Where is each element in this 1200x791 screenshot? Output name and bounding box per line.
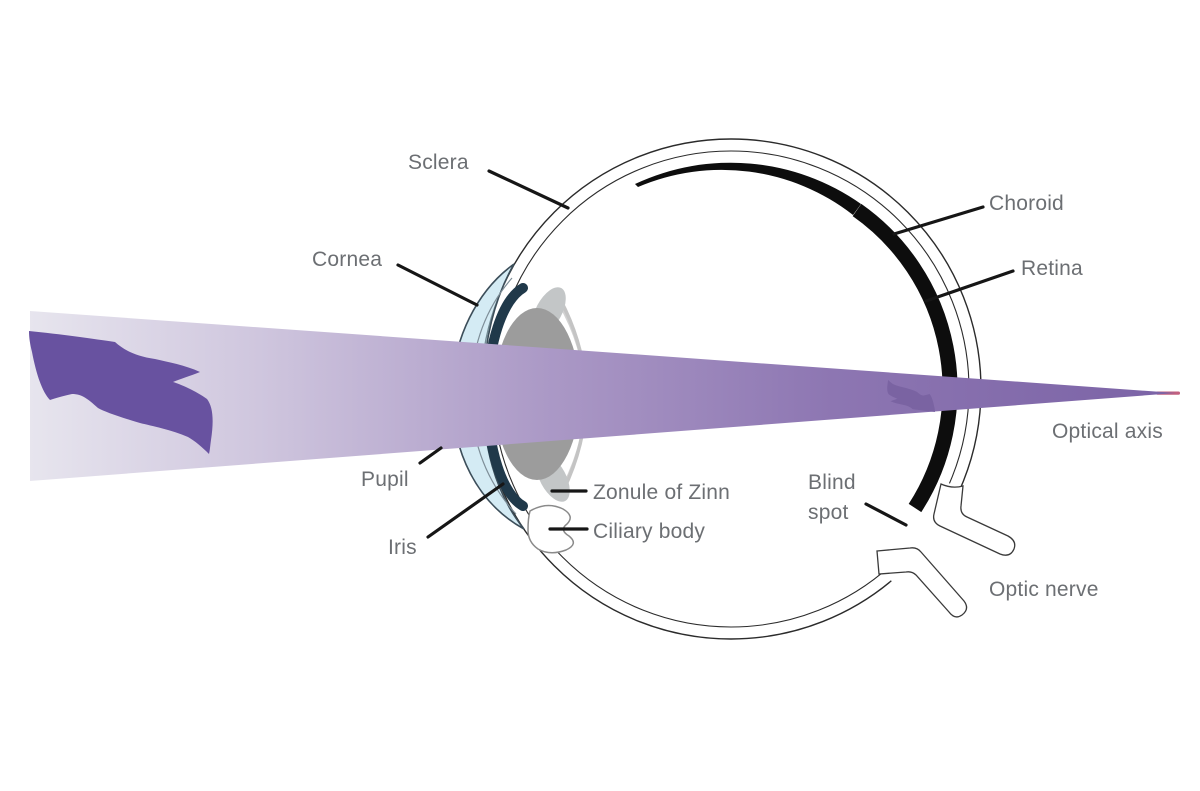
label-cornea: Cornea	[312, 248, 383, 271]
optic-nerve-lower-wall	[876, 547, 968, 618]
label-iris: Iris	[388, 536, 417, 559]
label-optical-axis: Optical axis	[1052, 420, 1163, 443]
leader-retina	[924, 269, 1015, 303]
light-beam	[30, 311, 1176, 481]
retina-choroid-band	[852, 203, 958, 513]
leader-cornea	[396, 263, 479, 307]
retina-choroid-band-taper	[635, 162, 861, 215]
leader-lines	[396, 169, 1015, 539]
label-choroid: Choroid	[989, 192, 1064, 215]
label-ciliary-body: Ciliary body	[593, 520, 706, 543]
label-blind-spot-line1: Blind	[808, 471, 856, 494]
label-zonule: Zonule of Zinn	[593, 481, 731, 504]
leader-pupil	[418, 446, 443, 465]
label-retina: Retina	[1021, 257, 1083, 280]
label-blind-spot: Blind spot	[808, 468, 856, 528]
label-optic-nerve: Optic nerve	[989, 578, 1099, 601]
label-sclera: Sclera	[408, 151, 469, 174]
leader-choroid	[892, 205, 985, 236]
label-blind-spot-line2: spot	[808, 501, 849, 524]
optic-nerve-upper-wall	[932, 483, 1016, 556]
leader-blind-spot	[864, 502, 908, 527]
leader-sclera	[487, 169, 570, 210]
leader-iris	[426, 482, 505, 539]
label-pupil: Pupil	[361, 468, 409, 491]
